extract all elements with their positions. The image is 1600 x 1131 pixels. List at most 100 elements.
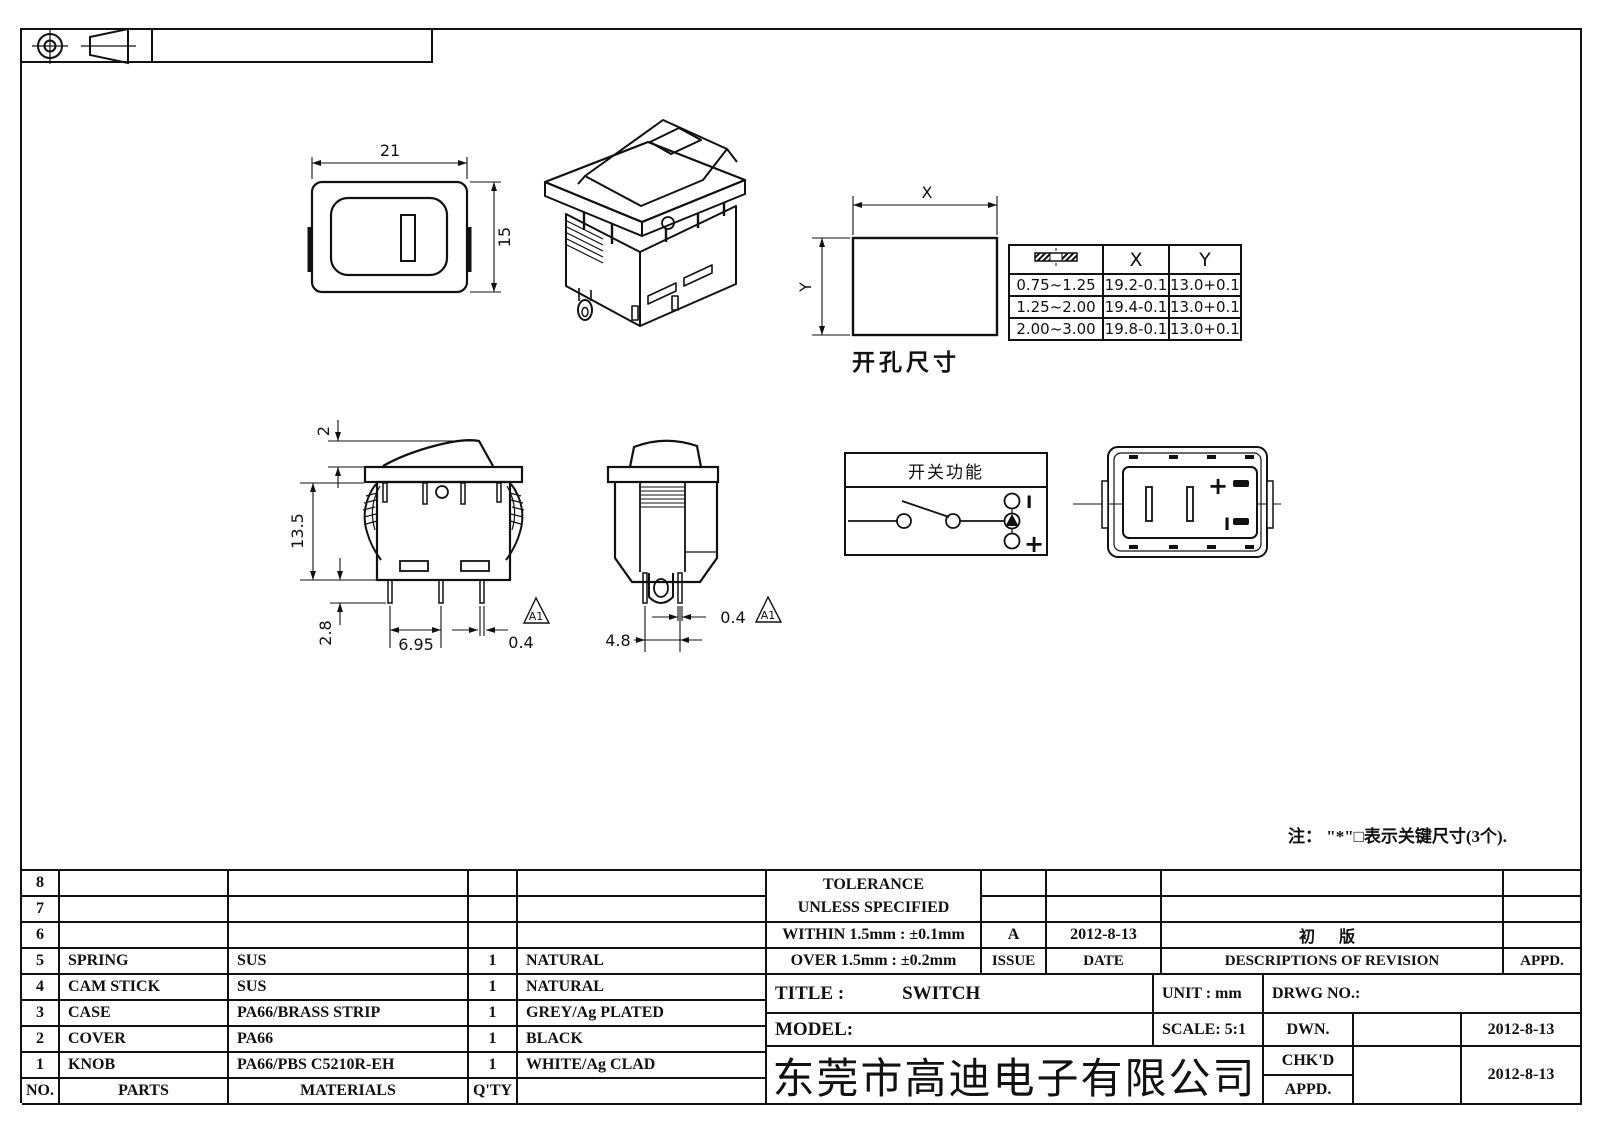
part-material: PA66 (229, 1027, 469, 1053)
drwg-no-cell: DRWG NO.: (1264, 975, 1582, 1014)
company-name: 东莞市高迪电子有限公司 (767, 1047, 1264, 1105)
part-name (60, 897, 229, 923)
part-no: 6 (22, 923, 60, 949)
cutout-cell: 13.0+0.1 (1168, 273, 1242, 297)
date-header: DATE (1047, 949, 1162, 975)
part-name: KNOB (60, 1053, 229, 1079)
parts-header-no: NO. (22, 1079, 60, 1105)
projection-symbol-box (20, 28, 153, 63)
parts-header-materials: MATERIALS (229, 1079, 469, 1105)
dwn-signature (1354, 1014, 1462, 1047)
part-no: 1 (22, 1053, 60, 1079)
part-no: 4 (22, 975, 60, 1001)
cutout-row: 0.75~1.25 19.2-0.1 13.0+0.1 (1008, 273, 1242, 297)
dwn-label: DWN. (1264, 1014, 1354, 1047)
key-dimension-note: 注： "*"□表示关键尺寸(3个). (1288, 827, 1507, 846)
cutout-col-y: Y (1168, 244, 1242, 275)
panel-thickness-header (1008, 244, 1104, 275)
chk-signature (1354, 1047, 1462, 1105)
part-no: 5 (22, 949, 60, 975)
parts-header-qty: Q'TY (469, 1079, 518, 1105)
title-cell: TITLE : SWITCH (767, 975, 1154, 1014)
cutout-cell: 13.0+0.1 (1168, 317, 1242, 341)
part-name: SPRING (60, 949, 229, 975)
part-color: NATURAL (518, 949, 767, 975)
part-color (518, 871, 767, 897)
part-material: PA66/PBS C5210R-EH (229, 1053, 469, 1079)
chk-date: 2012-8-13 (1462, 1047, 1582, 1105)
cutout-row: 2.00~3.00 19.8-0.1 13.0+0.1 (1008, 317, 1242, 341)
unit-cell: UNIT : mm (1154, 975, 1264, 1014)
tolerance-line2: UNLESS SPECIFIED (797, 899, 950, 916)
tolerance-over: OVER 1.5mm : ±0.2mm (767, 949, 982, 975)
panel-thickness-icon (1034, 248, 1078, 266)
part-color: NATURAL (518, 975, 767, 1001)
part-material: SUS (229, 949, 469, 975)
parts-header-parts: PARTS (60, 1079, 229, 1105)
tolerance-within: WITHIN 1.5mm : ±0.1mm (767, 923, 982, 949)
header-empty-box (153, 28, 433, 63)
part-material: SUS (229, 975, 469, 1001)
part-name (60, 871, 229, 897)
part-no: 8 (22, 871, 60, 897)
part-qty (469, 897, 518, 923)
issue-header: ISSUE (982, 949, 1047, 975)
tolerance-header: TOLERANCE UNLESS SPECIFIED (767, 871, 982, 923)
rev-cell (1047, 897, 1162, 923)
title-value: SWITCH (902, 982, 981, 1004)
model-cell: MODEL: (767, 1014, 1154, 1047)
cutout-cell: 1.25~2.00 (1008, 295, 1104, 319)
rev-letter: A (982, 923, 1047, 949)
part-qty: 1 (469, 1053, 518, 1079)
part-color (518, 923, 767, 949)
rev-cell (1162, 871, 1504, 897)
rev-cell (1047, 871, 1162, 897)
rev-appd-cell (1504, 923, 1582, 949)
cutout-row: 1.25~2.00 19.4-0.1 13.0+0.1 (1008, 295, 1242, 319)
title-block: 8 7 6 5 SPRING SUS 1 NATURAL 4 CAM STICK… (20, 869, 1582, 1105)
cutout-cell: 0.75~1.25 (1008, 273, 1104, 297)
cutout-col-x: X (1102, 244, 1170, 275)
rev-cell (982, 897, 1047, 923)
part-material (229, 923, 469, 949)
part-qty: 1 (469, 1027, 518, 1053)
part-name: COVER (60, 1027, 229, 1053)
part-name: CAM STICK (60, 975, 229, 1001)
part-material (229, 871, 469, 897)
part-color: BLACK (518, 1027, 767, 1053)
part-qty: 1 (469, 949, 518, 975)
rev-date: 2012-8-13 (1047, 923, 1162, 949)
rev-description: 初 版 (1162, 923, 1504, 949)
rev-cell (1504, 871, 1582, 897)
rev-cell (1162, 897, 1504, 923)
parts-header-color (518, 1079, 767, 1105)
part-material: PA66/BRASS STRIP (229, 1001, 469, 1027)
cutout-cell: 19.2-0.1 (1102, 273, 1170, 297)
part-qty (469, 871, 518, 897)
part-no: 2 (22, 1027, 60, 1053)
cutout-cell: 19.8-0.1 (1102, 317, 1170, 341)
cutout-cell: 2.00~3.00 (1008, 317, 1104, 341)
part-no: 3 (22, 1001, 60, 1027)
chkd-label: CHK'D (1264, 1047, 1354, 1076)
part-qty (469, 923, 518, 949)
part-qty: 1 (469, 1001, 518, 1027)
part-qty: 1 (469, 975, 518, 1001)
rev-cell (982, 871, 1047, 897)
part-material (229, 897, 469, 923)
part-color (518, 897, 767, 923)
cutout-cell: 13.0+0.1 (1168, 295, 1242, 319)
cutout-cell: 19.4-0.1 (1102, 295, 1170, 319)
part-name (60, 923, 229, 949)
part-name: CASE (60, 1001, 229, 1027)
cutout-table: X Y 0.75~1.25 19.2-0.1 13.0+0.1 1.25~2.0… (1008, 244, 1242, 341)
appd-header: APPD. (1504, 949, 1582, 975)
appd-label: APPD. (1264, 1076, 1354, 1105)
title-label: TITLE : (775, 982, 845, 1004)
part-color: GREY/Ag PLATED (518, 1001, 767, 1027)
scale-cell: SCALE: 5:1 (1154, 1014, 1264, 1047)
part-color: WHITE/Ag CLAD (518, 1053, 767, 1079)
dwn-date: 2012-8-13 (1462, 1014, 1582, 1047)
rev-cell (1504, 897, 1582, 923)
